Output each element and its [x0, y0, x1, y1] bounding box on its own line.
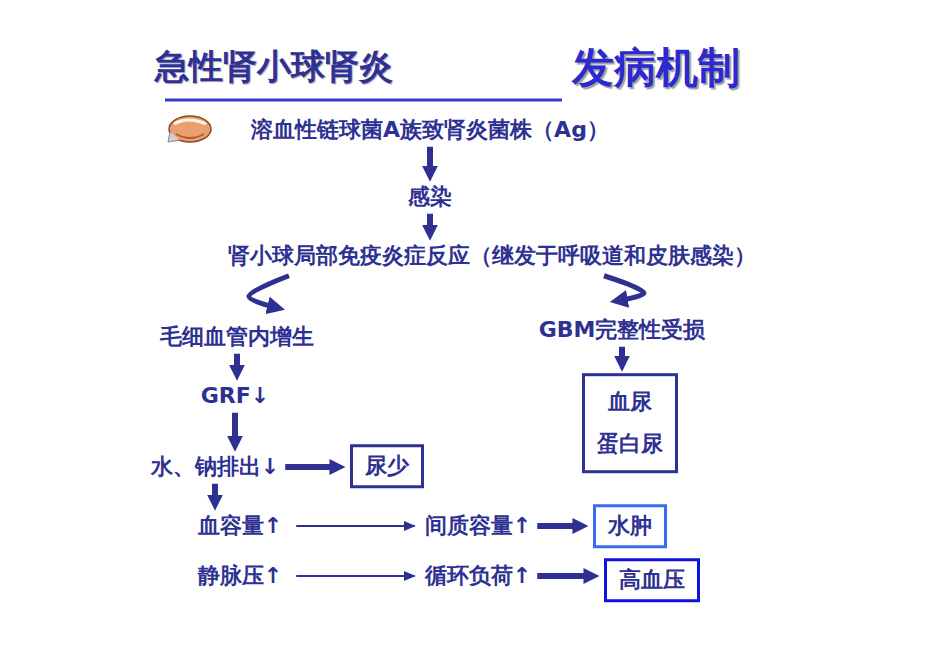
flow-arrow [249, 276, 289, 308]
step-text: 溶血性链球菌A族致肾炎菌株（Ag） [251, 116, 609, 144]
result-box: 血尿蛋白尿 [582, 373, 678, 473]
flow-step: 血容量↑ [198, 512, 282, 540]
hand-highlight [174, 120, 206, 124]
flow-arrow [212, 484, 218, 500]
flow-arrow [619, 347, 625, 360]
flow-arrow [537, 523, 577, 529]
flow-step: GBM完整性受损 [539, 316, 706, 344]
flow-step: 循环负荷↑ [425, 562, 531, 590]
flow-arrow [296, 525, 415, 527]
step-text: 静脉压↑ [198, 562, 282, 590]
title-underline [165, 99, 562, 102]
hand-cuff [168, 132, 180, 142]
flow-arrow [296, 575, 415, 577]
flow-step: GRF↓ [201, 382, 269, 410]
subtitle: 发病机制 [572, 40, 740, 96]
step-text: 水、钠排出↓ [151, 453, 279, 481]
step-text: 间质容量↑ [425, 512, 531, 540]
flow-step: 静脉压↑ [198, 562, 282, 590]
flow-arrow [604, 276, 644, 301]
step-text: GBM完整性受损 [539, 316, 706, 344]
step-text: GRF↓ [201, 382, 269, 410]
step-text: 水肿 [608, 512, 652, 540]
step-text: 肾小球局部免疫炎症反应（继发于呼吸道和皮肤感染） [228, 242, 756, 270]
step-text: 感染 [408, 183, 452, 211]
flow-step: 水、钠排出↓ [151, 453, 279, 481]
title: 急性肾小球肾炎 [155, 44, 393, 90]
step-text: 毛细血管内增生 [160, 323, 314, 351]
flow-step: 毛细血管内增生 [160, 323, 314, 351]
step-text: 高血压 [619, 566, 685, 594]
flow-arrow [537, 573, 588, 579]
hand-shape [169, 116, 211, 142]
flow-arrow [427, 214, 433, 230]
flow-arrow [234, 354, 240, 370]
result-box: 尿少 [350, 444, 424, 488]
hand-fingers [176, 134, 204, 138]
step-text: 尿少 [365, 452, 409, 480]
flow-arrow [427, 147, 433, 171]
flow-step: 间质容量↑ [425, 512, 531, 540]
step-text: 循环负荷↑ [425, 562, 531, 590]
step-text: 蛋白尿 [597, 423, 663, 465]
step-text: 血容量↑ [198, 512, 282, 540]
flow-arrow [285, 464, 334, 470]
flow-step: 溶血性链球菌A族致肾炎菌株（Ag） [251, 116, 609, 144]
step-text: 血尿 [597, 381, 663, 423]
flow-step: 肾小球局部免疫炎症反应（继发于呼吸道和皮肤感染） [228, 242, 756, 270]
flow-arrow [232, 413, 238, 441]
flow-step: 感染 [408, 183, 452, 211]
result-box: 高血压 [604, 558, 700, 602]
hand-icon [168, 116, 211, 142]
result-box: 水肿 [593, 504, 667, 548]
